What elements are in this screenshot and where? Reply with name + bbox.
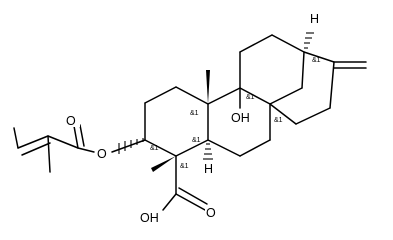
bond-to-carbonyl [47,135,79,149]
bond-alkene-double-inner [21,142,51,156]
bond-c9-c8 [239,87,271,105]
bond-c10-c9 [207,87,241,105]
stereo-c8: &1 [274,117,283,124]
bond-c4-c3 [144,139,177,157]
bond-alkene-double [17,135,49,149]
stereo-c5: &1 [192,137,201,144]
ring-a [111,86,209,157]
atom-c9-oh: OH [231,111,250,125]
c4-substituents [151,155,208,211]
bond-c15-c8 [295,107,331,125]
angelate-chain [13,124,95,173]
bond-c13-c14 [301,51,305,89]
bond-c13-c16 [303,51,335,63]
c4-methyl-wedge [151,156,176,172]
bond-c2-c1 [144,86,177,104]
bond-c11-c12 [239,34,273,53]
bond-o-c3 [111,139,146,153]
bond-ch3-chain [13,127,19,149]
c13-h-hashed-bond [304,32,314,49]
bond-acid-c-o-double-a [175,193,206,211]
stereo-c4: &1 [180,163,189,170]
bond-carbonyl-double-b [79,124,85,147]
stereo-c10: &1 [190,110,199,117]
bond-c7-c6 [239,139,271,157]
ring-d [269,51,367,125]
c3-o-hashed-bond [118,138,144,154]
bond-c16-c15 [329,61,335,109]
atom-c5-h: H [204,162,213,176]
bond-c12-c13 [271,34,305,53]
bond-carbonyl-double-a [73,125,79,149]
bond-c8-bridge [269,103,297,125]
bond-c6-c5 [207,139,241,157]
stereo-c9: &1 [246,94,255,101]
bond-acid-c-oh [162,193,177,211]
bond-c14-c8 [269,87,303,105]
ring-c [239,34,305,105]
bond-acid-c-o-double-b [178,187,208,205]
bond-c1-c10 [175,86,209,105]
bond-methyl [47,135,51,173]
stereo-c13: &1 [312,57,321,64]
c5-h-hashed-bond [203,143,213,160]
ring-b [207,87,271,157]
atom-acid-oh: OH [140,211,159,225]
bond-to-ester-o [77,147,95,153]
atom-acid-carbonyl-o: O [206,206,216,220]
atom-ester-o: O [97,147,107,161]
stereo-c3: &1 [150,145,159,152]
bond-c5-c4 [175,139,209,157]
atom-c13-h: H [310,12,319,26]
c10-methyl-wedge [206,70,210,104]
atom-ester-carbonyl-o: O [66,114,76,128]
